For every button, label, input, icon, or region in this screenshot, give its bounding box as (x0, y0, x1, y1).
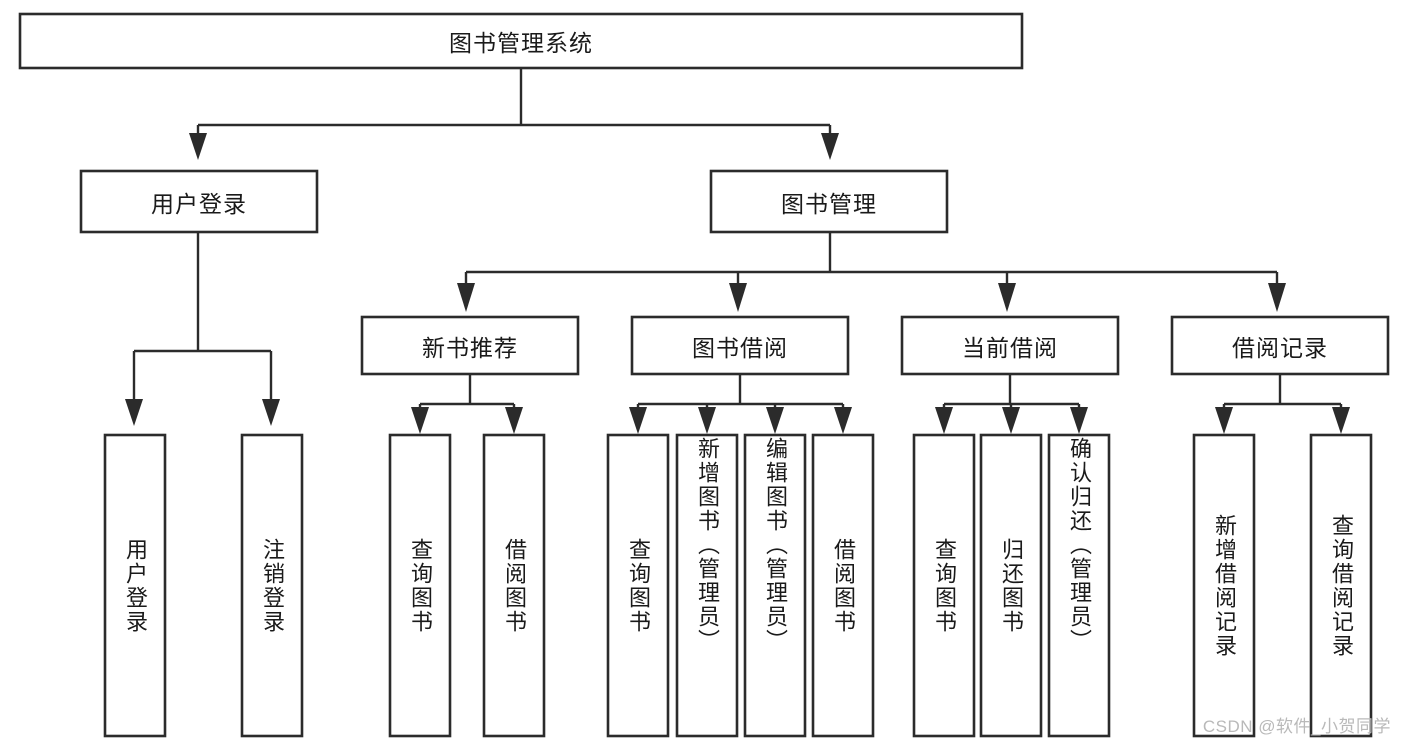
node-box-leaf-add-record[interactable] (1192, 433, 1256, 738)
connector-group-current-borrow (935, 374, 1088, 434)
arrowhead-leaf-confirm-return (1070, 407, 1088, 434)
arrowhead-book-borrow (729, 283, 747, 312)
arrowhead-leaf-query-book-1 (411, 407, 429, 434)
node-box-leaf-query-book-2[interactable] (606, 433, 670, 738)
arrowhead-user-login (189, 133, 207, 160)
arrowhead-current-borrow (998, 283, 1016, 312)
connector-group-book-manage (457, 232, 1286, 312)
node-box-leaf-query-record[interactable] (1309, 433, 1373, 738)
node-box-leaf-borrow-book-2[interactable] (811, 433, 875, 738)
node-box-leaf-confirm-return[interactable] (1047, 433, 1111, 738)
arrowhead-leaf-edit-book (766, 407, 784, 434)
arrowhead-leaf-return-book (1002, 407, 1020, 434)
node-box-borrow-record[interactable] (1170, 315, 1390, 376)
arrowhead-leaf-query-book-2 (629, 407, 647, 434)
arrowhead-leaf-query-book-3 (935, 407, 953, 434)
node-box-leaf-edit-book[interactable] (743, 433, 807, 738)
connector-group-new-book-recommend (411, 374, 523, 434)
arrowhead-leaf-borrow-book-2 (834, 407, 852, 434)
arrowhead-leaf-add-book (698, 407, 716, 434)
connector-group-borrow-record (1215, 374, 1350, 434)
arrowhead-leaf-add-record (1215, 407, 1233, 434)
arrowhead-leaf-borrow-book-1 (505, 407, 523, 434)
connector-group-book-borrow (629, 374, 852, 434)
node-box-book-borrow[interactable] (630, 315, 850, 376)
connector-group-root (189, 68, 839, 160)
arrowhead-leaf-user-logout (262, 399, 280, 426)
node-box-leaf-user-login[interactable] (103, 433, 167, 738)
node-box-current-borrow[interactable] (900, 315, 1120, 376)
connector-group-user-login (125, 232, 280, 426)
arrowhead-leaf-user-login (125, 399, 143, 426)
arrowhead-borrow-record (1268, 283, 1286, 312)
node-box-leaf-query-book-1[interactable] (388, 433, 452, 738)
node-box-leaf-return-book[interactable] (979, 433, 1043, 738)
node-box-leaf-user-logout[interactable] (240, 433, 304, 738)
node-box-leaf-borrow-book-1[interactable] (482, 433, 546, 738)
node-box-user-login[interactable] (79, 169, 319, 234)
node-box-leaf-add-book[interactable] (675, 433, 739, 738)
arrowhead-new-book-recommend (457, 283, 475, 312)
arrowhead-book-manage (821, 133, 839, 160)
node-box-book-manage[interactable] (709, 169, 949, 234)
arrowhead-leaf-query-record (1332, 407, 1350, 434)
node-box-leaf-query-book-3[interactable] (912, 433, 976, 738)
node-box-new-book-recommend[interactable] (360, 315, 580, 376)
node-box-root[interactable] (18, 12, 1024, 70)
